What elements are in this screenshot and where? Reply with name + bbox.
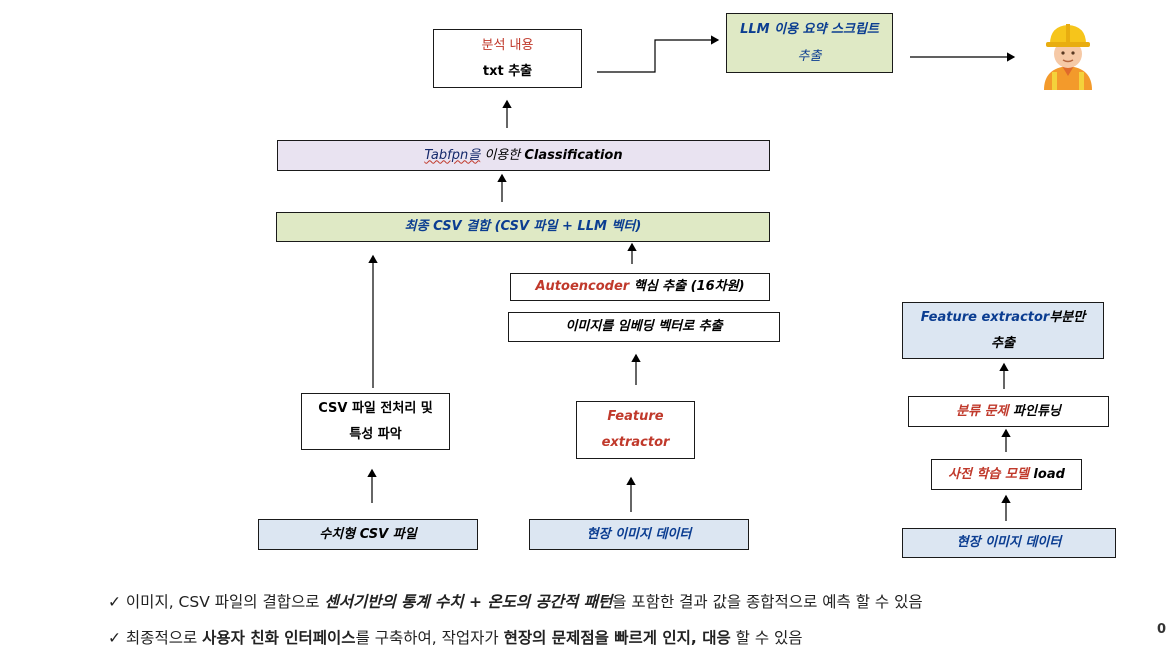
combine-text: 최종 CSV 결합 (CSV 파일 + LLM 벡터) [404,219,642,234]
note-2: ✓ 최종적으로 사용자 친화 인터페이스를 구축하여, 작업자가 현장의 문제점… [108,629,803,647]
tabpfn-name: Tabfpn을 [424,147,481,163]
llm-script-line1: LLM 이용 요약 스크립트 [740,22,879,37]
check-icon: ✓ [108,629,121,647]
site-image-mid-box: 현장 이미지 데이터 [529,519,749,550]
site-img-right-text: 현장 이미지 데이터 [956,535,1062,550]
autoencoder-desc: 핵심 추출 (16차원) [629,279,745,294]
autoencoder-box: Autoencoder 핵심 추출 (16차원) [510,273,770,301]
combine-box: 최종 CSV 결합 (CSV 파일 + LLM 벡터) [276,212,770,242]
embed-text: 이미지를 임베딩 벡터로 추출 [565,319,723,334]
fe-part-name: Feature extractor [920,309,1050,325]
csv-pre-line1: CSV 파일 전처리 및 [318,400,433,416]
tabpfn-mid: 이용한 [480,147,525,163]
analysis-line1: 분석 내용 [481,37,534,53]
csv-preprocess-box: CSV 파일 전처리 및 특성 파악 [301,393,450,450]
pretrain-name: 사전 학습 모델 [948,466,1029,482]
pretrain-suffix: load [1028,466,1065,482]
site-image-right-box: 현장 이미지 데이터 [902,528,1116,558]
feature-extractor-box: Feature extractor [576,401,695,459]
numeric-csv-text: 수치형 CSV 파일 [319,526,417,542]
check-icon: ✓ [108,593,121,611]
tabpfn-box: Tabfpn을 이용한 Classification [277,140,770,171]
construction-worker-icon [1044,24,1092,90]
pretrain-box: 사전 학습 모델 load [931,459,1082,490]
finetune-name: 분류 문제 [956,403,1009,419]
fe-part-line2: 추출 [991,335,1015,351]
tabpfn-classification: Classification [524,147,623,163]
site-img-mid-text: 현장 이미지 데이터 [586,526,692,542]
autoencoder-name: Autoencoder [535,279,630,294]
feature-part-box: Feature extractor부분만 추출 [902,302,1104,359]
embed-box: 이미지를 임베딩 벡터로 추출 [508,312,780,342]
llm-script-line2: 추출 [797,49,822,64]
csv-pre-line2: 특성 파악 [349,426,402,442]
numeric-csv-box: 수치형 CSV 파일 [258,519,478,550]
finetune-suffix: 파인튜닝 [1008,403,1061,419]
finetune-box: 분류 문제 파인튜닝 [908,396,1109,427]
feat-line2: extractor [601,435,670,450]
arrow-analysis-to-llm [597,35,720,73]
analysis-box: 분석 내용 txt 추출 [433,29,582,88]
page-number: 0 [1156,622,1166,637]
analysis-line2: txt 추출 [482,63,533,79]
fe-part-suffix: 부분만 [1049,309,1086,325]
note-1: ✓ 이미지, CSV 파일의 결합으로 센서기반의 통계 수치 + 온도의 공간… [108,593,923,611]
llm-script-box: LLM 이용 요약 스크립트 추출 [726,13,893,73]
feat-line1: Feature [607,409,664,424]
